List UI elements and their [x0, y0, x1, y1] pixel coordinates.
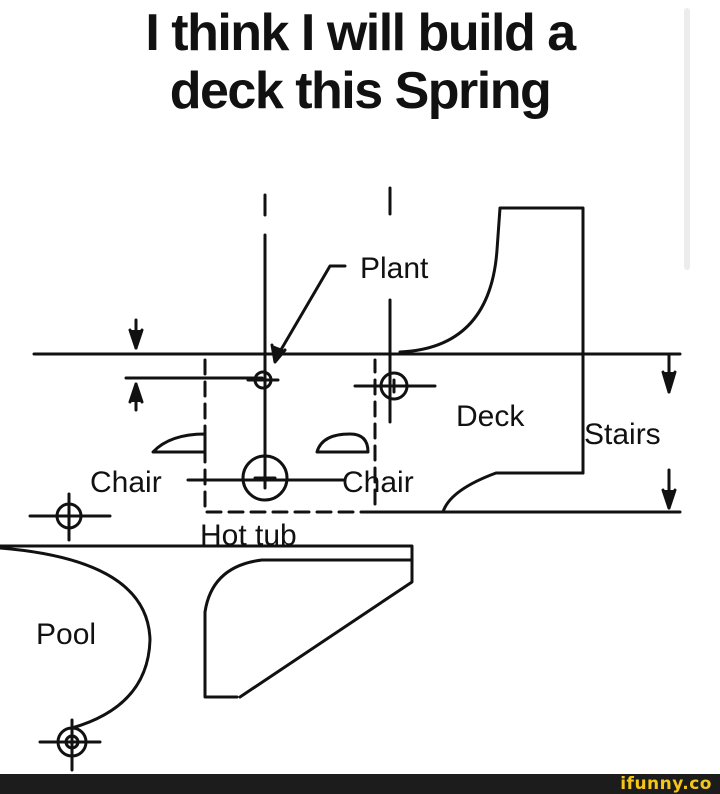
- hot-tub-symbol: [241, 454, 289, 502]
- caption-line-2: deck this Spring: [169, 62, 552, 120]
- plant-label: Plant: [360, 252, 429, 285]
- caption-line-1: I think I will build a: [145, 4, 576, 62]
- deck-label: Deck: [456, 400, 525, 433]
- left-target-cross: [28, 492, 112, 542]
- plant-leader: [273, 264, 347, 362]
- left-dimension-bottom-arrow: [128, 382, 144, 404]
- stairs-dimension-top-arrow: [661, 370, 677, 394]
- plant-leader-arrow: [270, 343, 287, 364]
- footer-bar: ifunny.co: [0, 774, 720, 794]
- deck-diagram: Plant Deck Stairs Chair Chair Hot tub Po…: [0, 186, 682, 772]
- ifunny-watermark: ifunny.co: [620, 774, 712, 794]
- pool-deck-inner: [203, 558, 414, 699]
- chair-right-shape: [315, 432, 370, 454]
- stairs-dimension-bottom-arrow: [661, 488, 677, 510]
- chair-right-label: Chair: [342, 466, 414, 499]
- deck-plant-cross: [353, 378, 437, 394]
- stairs-curve-bottom: [441, 471, 585, 514]
- meme-caption: I think I will build a deck this Spring: [0, 0, 720, 120]
- chair-left-shape: [151, 432, 207, 454]
- stairs-label: Stairs: [584, 418, 661, 451]
- hot-tub-cross: [253, 466, 277, 490]
- left-dimension-top-arrow: [128, 328, 144, 350]
- scroll-edge: [684, 8, 690, 270]
- pool-label: Pool: [36, 618, 96, 651]
- pool-outline: [0, 546, 152, 730]
- deck-edge-bottom: [0, 544, 414, 699]
- chair-left-label: Chair: [90, 466, 162, 499]
- hot-tub-label: Hot tub: [200, 519, 297, 552]
- pool-target-cross: [38, 718, 102, 772]
- stairs-curve-top: [398, 206, 585, 475]
